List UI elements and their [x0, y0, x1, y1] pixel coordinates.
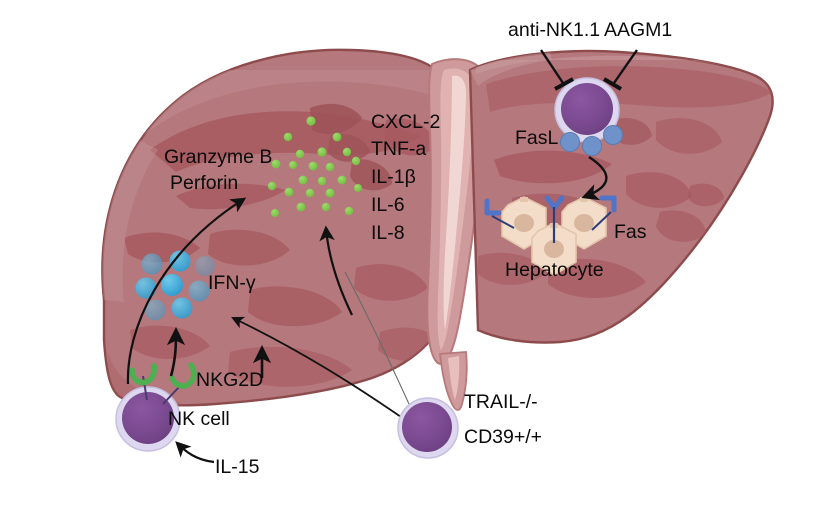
label-il15: IL-15 [215, 456, 260, 478]
label-trail: TRAIL-/- [464, 391, 538, 413]
nkg2d-receptor-right [162, 362, 197, 405]
label-aagm1: AAGM1 [604, 19, 673, 41]
label-cd39: CD39+/+ [464, 426, 543, 448]
cytokine-3: IL-6 [371, 194, 405, 216]
cytokine-4: IL-8 [371, 222, 405, 244]
liver-right-lobe [468, 49, 774, 344]
nk-cell-top[interactable] [554, 77, 620, 143]
inhibition-arrow-aagm1 [602, 49, 638, 91]
cytokine-1: TNF-a [371, 138, 427, 160]
label-ifn-gamma: IFN-γ [208, 272, 256, 294]
trail-cell-leader-upper [231, 316, 405, 420]
ifn-gamma-arrow [166, 326, 186, 377]
trail-cell[interactable] [397, 397, 459, 459]
label-anti-nk11: anti-NK1.1 [508, 19, 601, 41]
trail-cell-leader-lower [344, 271, 410, 405]
hepatocyte-group [501, 196, 607, 276]
nkg2d-receptor-left [129, 363, 157, 401]
label-granzyme-b: Granzyme B [164, 146, 273, 168]
label-nkg2d: NKG2D [196, 369, 264, 391]
fas-receptor-right [591, 195, 617, 231]
granzyme-perforin-arrow [126, 197, 247, 385]
fas-receptor-center [544, 195, 565, 243]
fas-receptor-left [484, 198, 515, 229]
hepatocyte-cell-center [531, 222, 577, 276]
label-perforin: Perforin [170, 172, 239, 194]
cytokine-cluster-arrow [319, 225, 353, 316]
cytokine-particle-cluster [267, 116, 362, 217]
inhibition-arrow-anti-nk11 [540, 49, 574, 91]
cytokine-0: CXCL-2 [371, 111, 441, 133]
label-fas: Fas [614, 221, 647, 243]
il15-arrow [175, 441, 215, 464]
label-fasl: FasL [515, 127, 559, 149]
label-hepatocyte: Hepatocyte [505, 259, 604, 281]
label-nk-cell: NK cell [168, 408, 230, 430]
fasl-to-fas-arrow [581, 155, 608, 201]
fasl-receptor-group [560, 125, 623, 156]
cytokine-2: IL-1β [371, 166, 416, 188]
ifn-gamma-particle-cluster [135, 250, 215, 321]
